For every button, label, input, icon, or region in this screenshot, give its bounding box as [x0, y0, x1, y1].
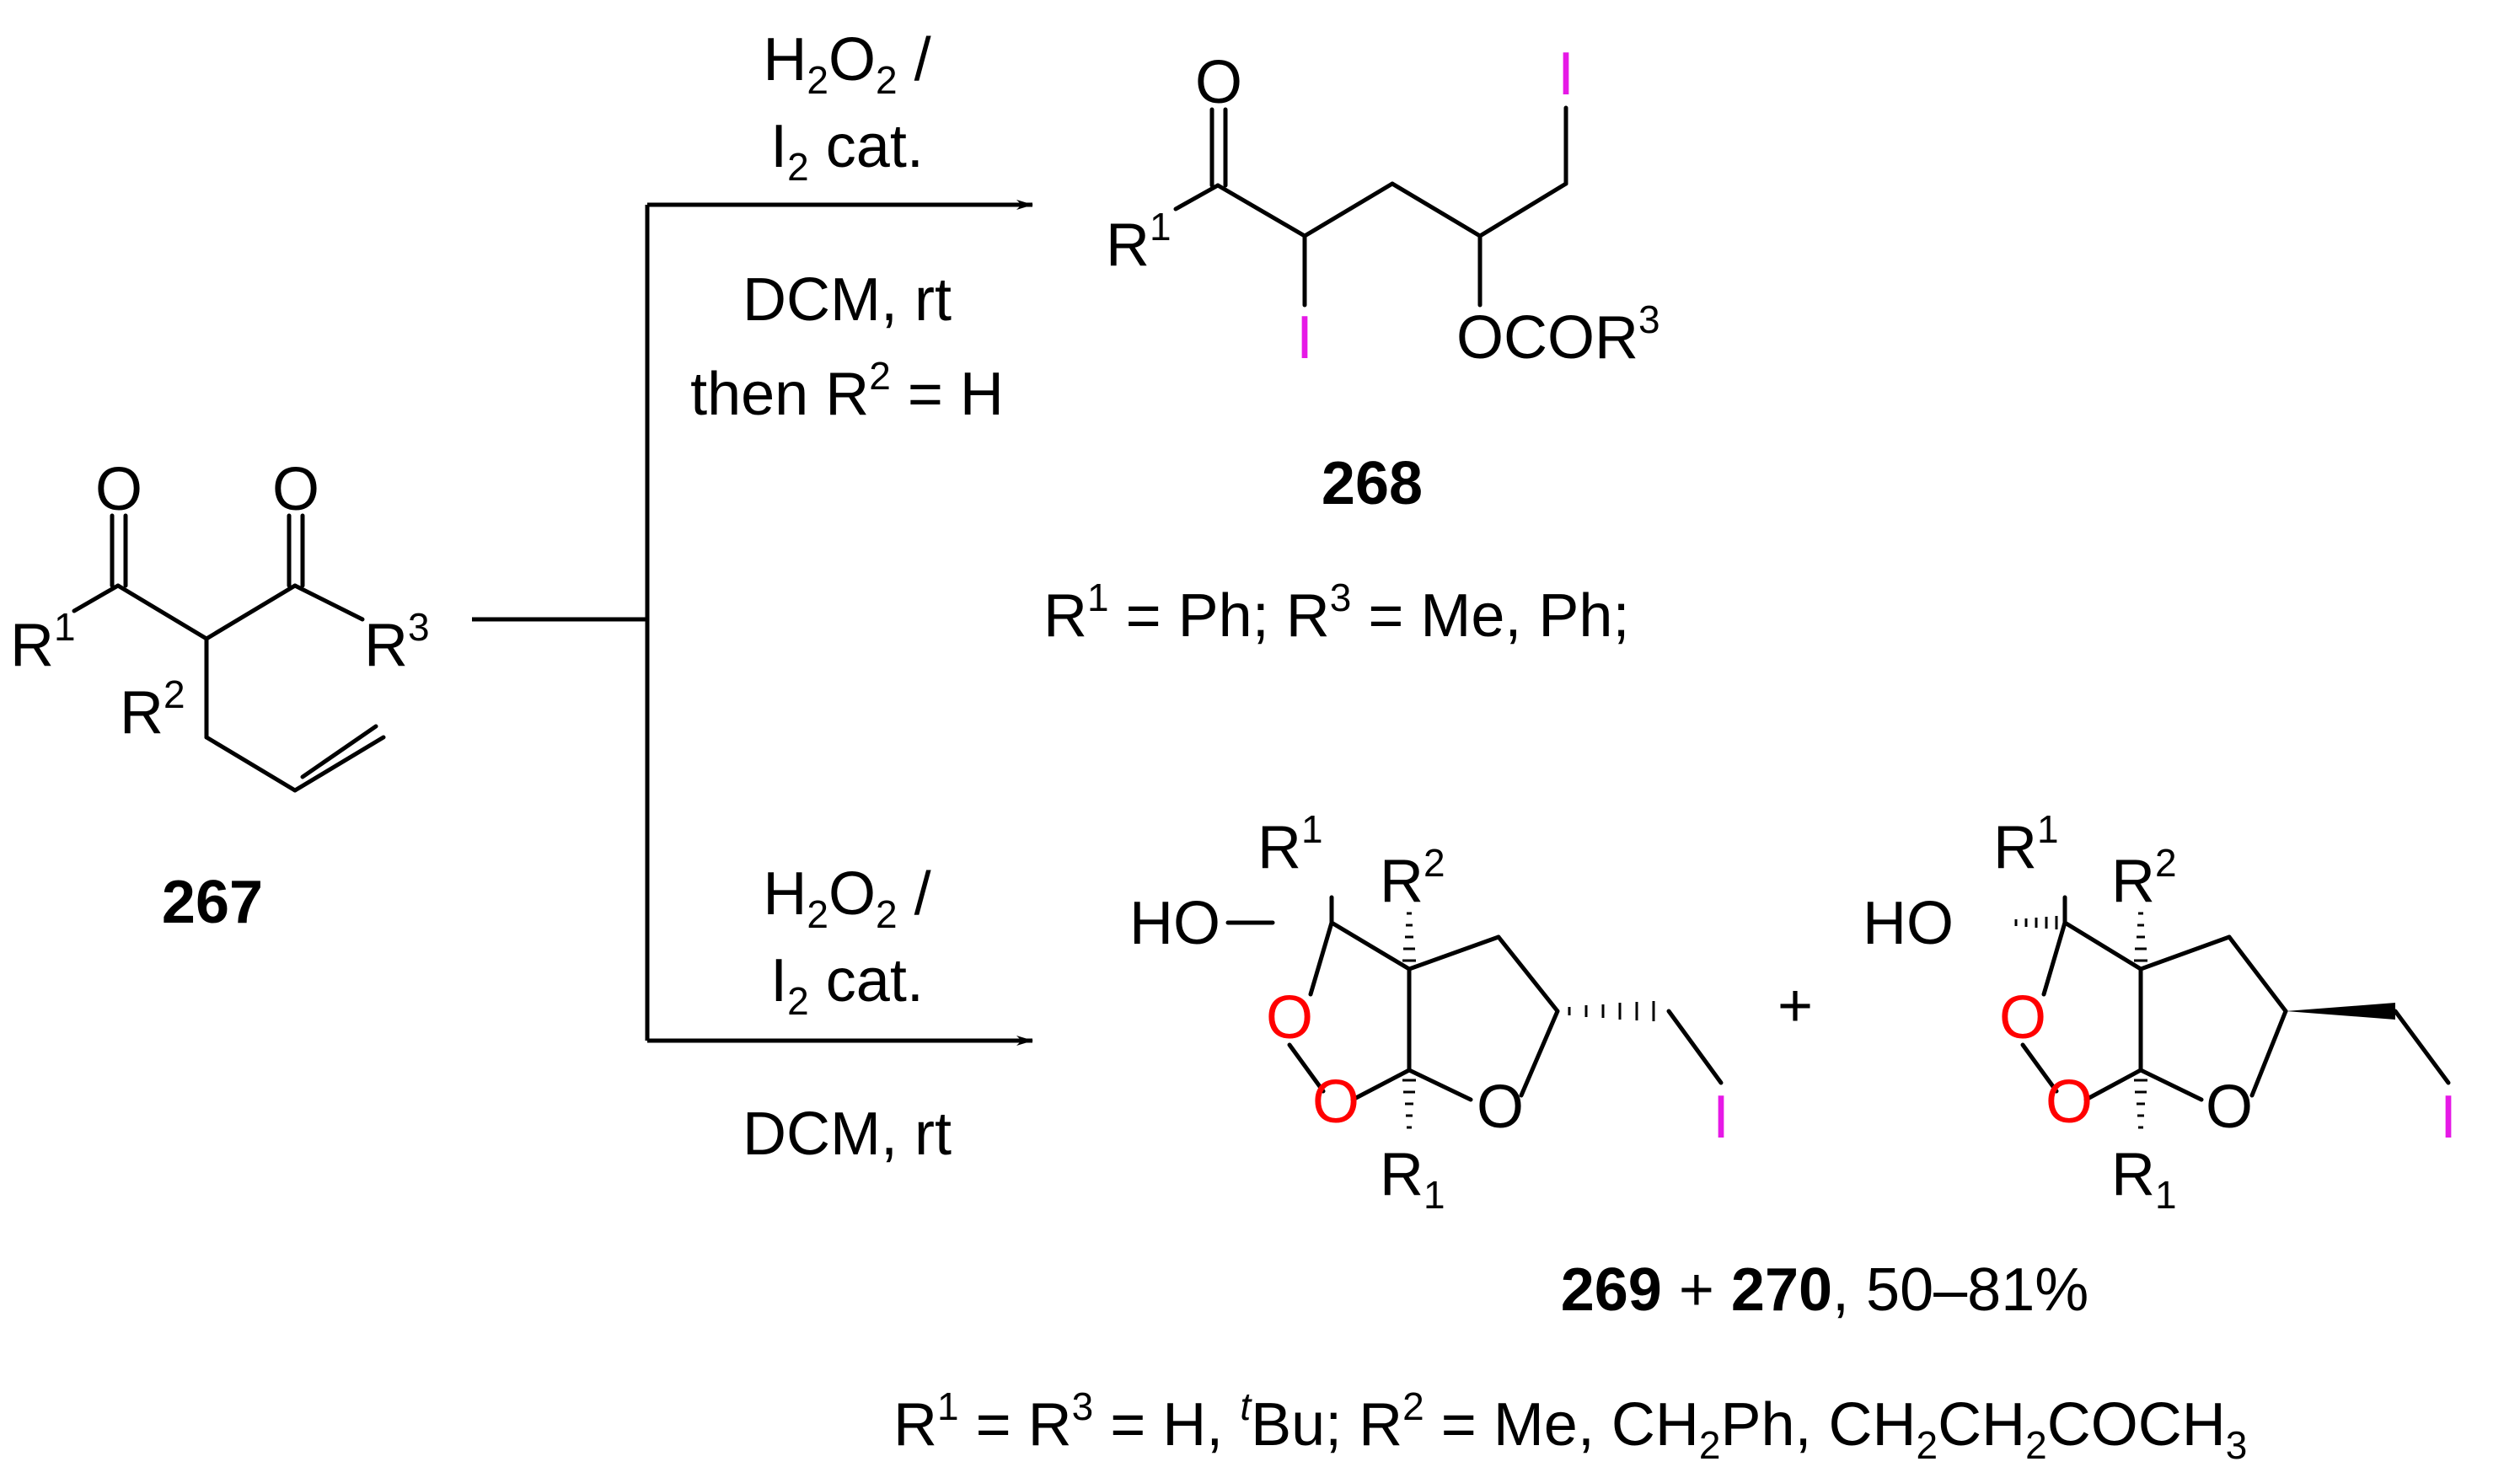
- compound-267-structure: O O R1 R3 R2: [10, 456, 430, 793]
- r2-label: R2: [120, 672, 185, 747]
- compound-268-number: 268: [1322, 450, 1423, 517]
- yield-269-270: 269 + 270, 50–81%: [1561, 1256, 2089, 1324]
- compound-269-structure: R1 R2 HO O O O I R1: [1129, 807, 1729, 1217]
- iodine-atom: I: [2440, 1084, 2457, 1151]
- hash-bond: [2134, 1079, 2147, 1129]
- r1-label: R1: [1106, 205, 1172, 279]
- compound-268-structure: O I I R1 OCOR3: [1106, 40, 1660, 372]
- then-r2-h: then R2 = H: [690, 354, 1004, 428]
- iodine-atom: I: [1713, 1084, 1729, 1151]
- reagent-i2-cat: I2 cat.: [770, 113, 924, 189]
- r3-label: R3: [364, 605, 430, 679]
- o-atom: O: [95, 456, 142, 523]
- branch-arrows: [472, 200, 1033, 1046]
- plus-sign: +: [1777, 972, 1813, 1040]
- peroxide-o-atom: O: [2045, 1068, 2093, 1136]
- reagent-i2-cat: I2 cat.: [770, 947, 924, 1023]
- peroxide-o-atom: O: [1999, 984, 2046, 1052]
- iodine-atom: I: [1558, 40, 1574, 108]
- r1-sub-label: R1: [2111, 1141, 2177, 1217]
- hash-bond: [1402, 1079, 1416, 1129]
- hash-bond: [2014, 916, 2058, 929]
- ring-o-atom: O: [1477, 1073, 1524, 1141]
- hydroxy-label: HO: [1863, 890, 1954, 957]
- compound-267-number: 267: [162, 869, 263, 936]
- bottom-conditions: H2O2 / I2 cat. DCM, rt: [743, 860, 952, 1168]
- r1-label: R1: [1993, 807, 2059, 881]
- ring-o-atom: O: [2206, 1073, 2253, 1141]
- peroxide-o-atom: O: [1312, 1068, 1359, 1136]
- r1-sub-label: R1: [1380, 1141, 1445, 1217]
- o-atom: O: [272, 456, 319, 523]
- hash-bond: [1568, 1001, 1655, 1021]
- top-conditions: H2O2 / I2 cat. DCM, rt then R2 = H: [690, 26, 1004, 428]
- r2-label: R2: [1380, 841, 1445, 915]
- hash-bond: [1402, 912, 1416, 962]
- hash-bond: [2134, 912, 2147, 962]
- ocor3-label: OCOR3: [1456, 297, 1660, 372]
- o-atom: O: [1195, 49, 1242, 116]
- wedge-bond: [2286, 1003, 2395, 1020]
- solvent-dcm-rt: DCM, rt: [743, 1100, 952, 1168]
- compound-270-structure: R1 R2 HO O O O I R1: [1863, 807, 2457, 1217]
- r1-label: R1: [1257, 807, 1323, 881]
- solvent-dcm-rt: DCM, rt: [743, 266, 952, 334]
- r2-label: R2: [2111, 841, 2177, 915]
- r1-label: R1: [10, 605, 76, 679]
- peroxide-o-atom: O: [1266, 984, 1313, 1052]
- iodine-atom: I: [1296, 304, 1313, 372]
- r-groups-268: R1 = Ph; R3 = Me, Ph;: [1043, 576, 1629, 650]
- hydroxy-label: HO: [1129, 890, 1220, 957]
- reagent-h2o2: H2O2 /: [763, 860, 930, 936]
- r-groups-269-270: R1 = R3 = H, tBu; R2 = Me, CH2Ph, CH2CH2…: [893, 1384, 2247, 1467]
- reagent-h2o2: H2O2 /: [763, 26, 930, 102]
